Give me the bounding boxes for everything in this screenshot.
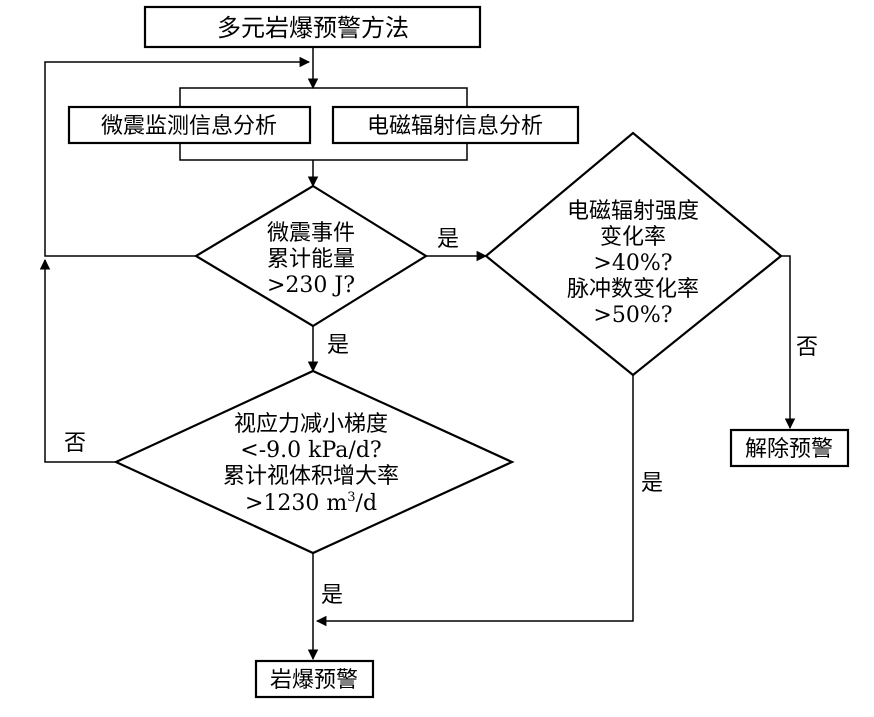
decision-stress-line3: 累计视体积增大率 (223, 464, 399, 489)
decision-stress-line4-sup: 3 (347, 490, 355, 505)
decision-em-line2: 变化率 (600, 225, 666, 250)
microseismic-analysis-text: 微震监测信息分析 (101, 114, 277, 139)
decision-stress-line2: <-9.0 kPa/d? (240, 438, 381, 463)
decision-energy-line2: 累计能量 (267, 247, 355, 272)
rockburst-warning-box (254, 659, 375, 699)
label-em-no: 否 (796, 335, 818, 360)
bracket-bottom (179, 142, 468, 161)
decision-stress-line4-prefix: >1230 m (245, 491, 347, 516)
title-text: 多元岩爆预警方法 (217, 14, 409, 42)
loop-stress-no (39, 258, 116, 463)
label-energy-yes-down: 是 (327, 333, 349, 358)
decision-stress-line4: >1230 m3/d (245, 490, 377, 516)
rockburst-warning-text: 岩爆预警 (270, 668, 358, 693)
decision-em-line1: 电磁辐射强度 (567, 199, 699, 224)
connector-em-yes-to-warning (315, 375, 634, 627)
decision-em-line5: >50%? (593, 303, 672, 328)
connector-em-no-to-release (781, 255, 796, 430)
label-stress-yes: 是 (321, 583, 343, 608)
em-analysis-text: 电磁辐射信息分析 (367, 114, 543, 139)
em-analysis-box (331, 105, 580, 145)
loop-energy-no (44, 56, 311, 257)
decision-stress-diamond (113, 369, 515, 555)
label-energy-yes-right: 是 (437, 227, 459, 252)
title-box (143, 5, 482, 49)
decision-em-line4: 脉冲数变化率 (567, 277, 699, 302)
decision-em-diamond (484, 131, 783, 377)
release-warning-box (729, 428, 850, 468)
decision-em-line3: >40%? (593, 251, 672, 276)
decision-energy-diamond (193, 184, 429, 328)
release-warning-text: 解除预警 (745, 437, 833, 462)
connectors (39, 47, 796, 661)
label-em-yes: 是 (641, 471, 663, 496)
label-stress-no: 否 (64, 431, 86, 456)
bracket-top (179, 87, 468, 107)
decision-stress-line1: 视应力减小梯度 (234, 412, 388, 437)
decision-stress-line4-suffix: /d (356, 491, 378, 516)
decision-energy-line1: 微震事件 (267, 221, 355, 246)
decision-energy-line3: >230 J? (267, 273, 355, 298)
microseismic-analysis-box (67, 105, 312, 145)
